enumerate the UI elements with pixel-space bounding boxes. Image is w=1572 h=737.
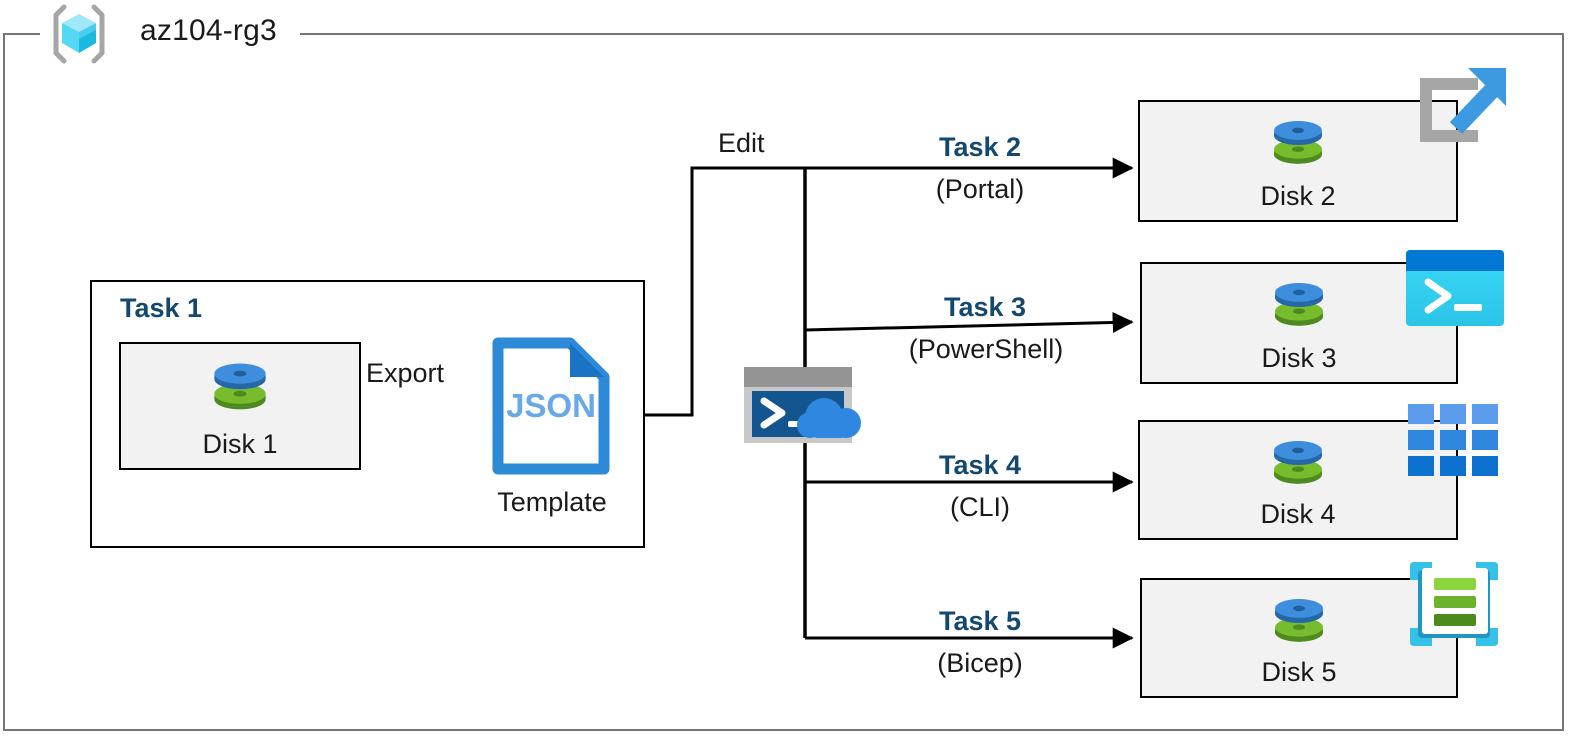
resource-group-title-gap [40, 26, 300, 42]
disk-4-box[interactable]: Disk 4 [1138, 420, 1458, 540]
cloud-shell-icon [742, 365, 868, 445]
task-2-label: Task 2 [938, 132, 1022, 162]
disk-5-box[interactable]: Disk 5 [1140, 578, 1458, 698]
disk-2-label: Disk 2 [1260, 181, 1336, 211]
managed-disk-icon [1268, 435, 1328, 493]
task-4-tool-label: (CLI) [950, 492, 1010, 522]
managed-disk-icon [1269, 593, 1329, 651]
task-4-label: Task 4 [938, 450, 1022, 480]
powershell-icon [1406, 250, 1504, 326]
managed-disk-icon [1268, 115, 1328, 173]
azure-cli-icon [1408, 404, 1498, 478]
task-3-tool-label: (PowerShell) [908, 334, 1064, 364]
azure-resource-group-icon [48, 3, 110, 65]
resource-group-name: az104-rg3 [140, 14, 277, 47]
json-file-type-label: JSON [506, 387, 596, 424]
disk-1-label: Disk 1 [202, 429, 278, 459]
disk-2-box[interactable]: Disk 2 [1138, 100, 1458, 222]
json-file-icon: JSON [492, 337, 610, 475]
task-5-tool-label: (Bicep) [937, 648, 1023, 678]
disk-3-box[interactable]: Disk 3 [1140, 262, 1458, 384]
resource-group-boundary [3, 33, 1564, 731]
edit-edge-label: Edit [718, 128, 765, 158]
azure-portal-icon [1406, 62, 1510, 162]
task-3-label: Task 3 [943, 292, 1027, 322]
task-5-label: Task 5 [938, 606, 1022, 636]
disk-4-label: Disk 4 [1260, 499, 1336, 529]
managed-disk-icon [1269, 277, 1329, 335]
bicep-icon [1406, 558, 1502, 650]
template-label: Template [497, 487, 607, 517]
disk-3-label: Disk 3 [1261, 343, 1337, 373]
export-edge-label: Export [366, 358, 445, 388]
task-2-tool-label: (Portal) [935, 174, 1025, 204]
disk-5-label: Disk 5 [1261, 657, 1337, 687]
task-1-heading: Task 1 [120, 293, 203, 323]
disk-1-box[interactable]: Disk 1 [119, 342, 361, 470]
managed-disk-icon [208, 357, 272, 419]
